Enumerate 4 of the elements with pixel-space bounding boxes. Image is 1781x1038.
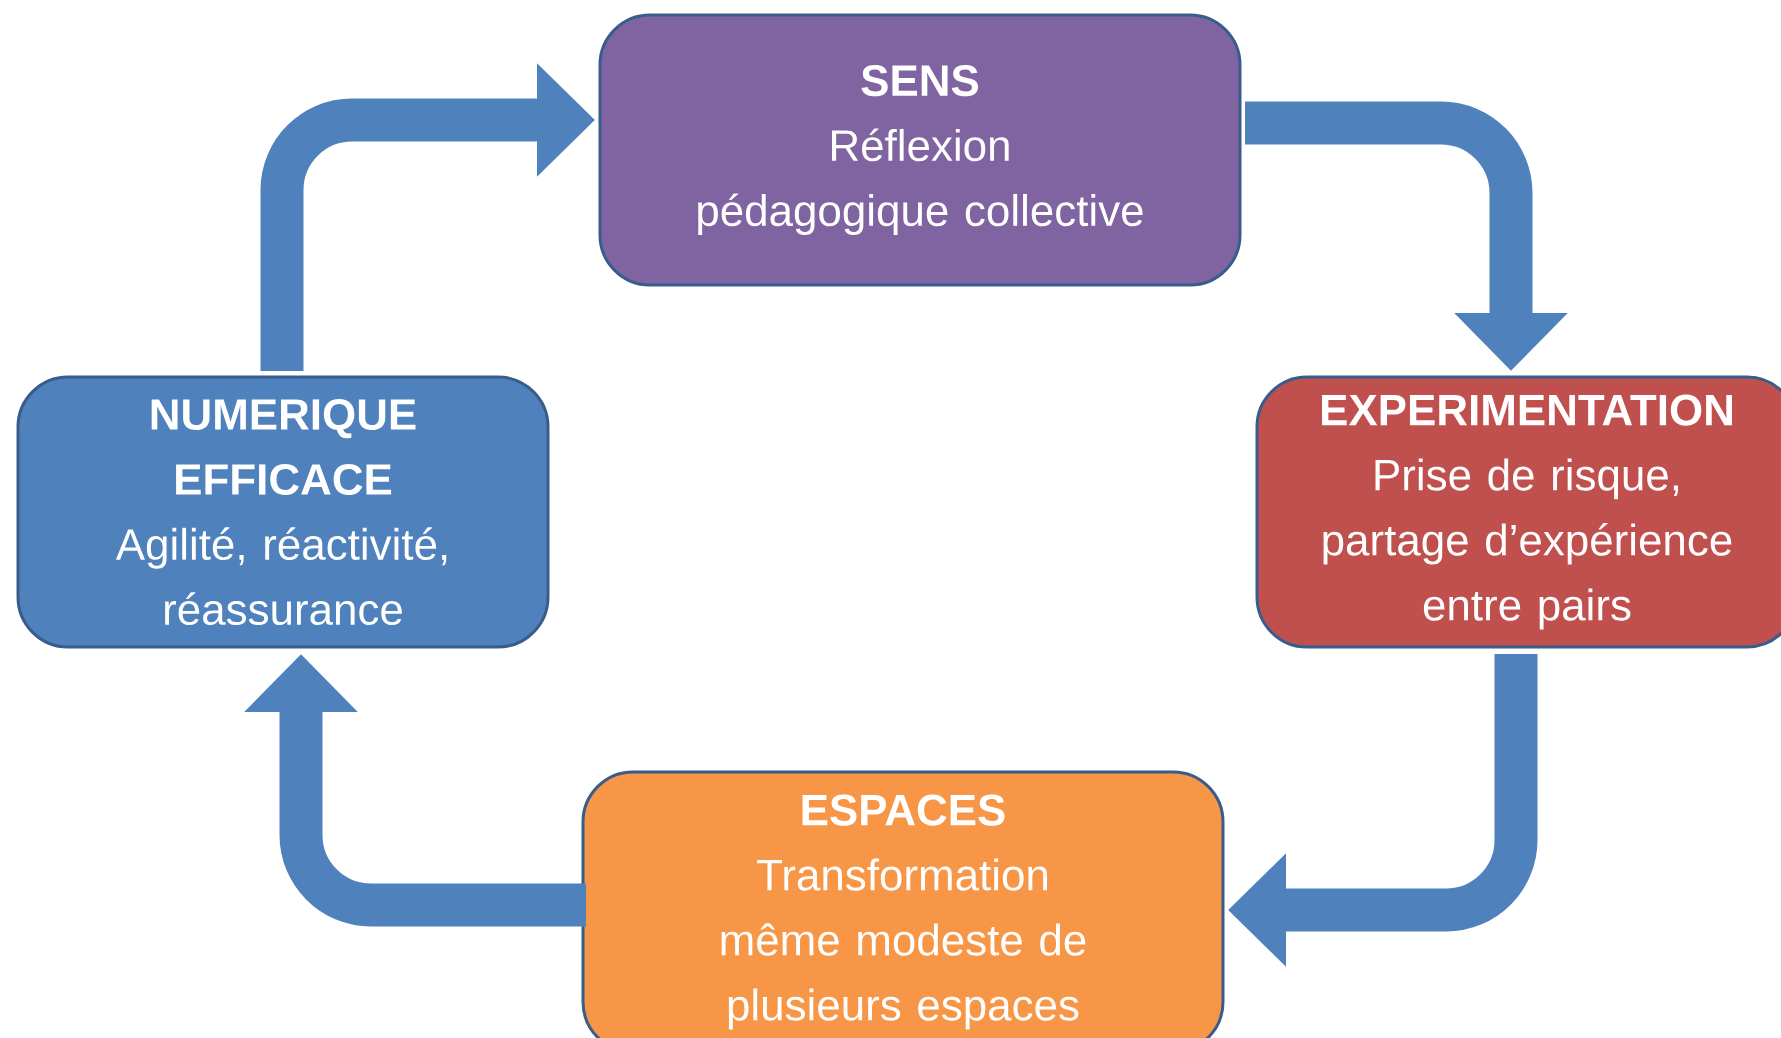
process-box: SENS Réflexion pédagogique collective (598, 13, 1242, 287)
process-box: EXPERIMENTATION Prise de risque, partage d’expérience entre pairs (1255, 375, 1781, 649)
process-box: NUMERIQUE EFFICACE Agilité, réactivité, réassurance (16, 375, 550, 649)
process-box: ESPACES Transformation même modeste de plusieurs espaces (581, 770, 1225, 1038)
